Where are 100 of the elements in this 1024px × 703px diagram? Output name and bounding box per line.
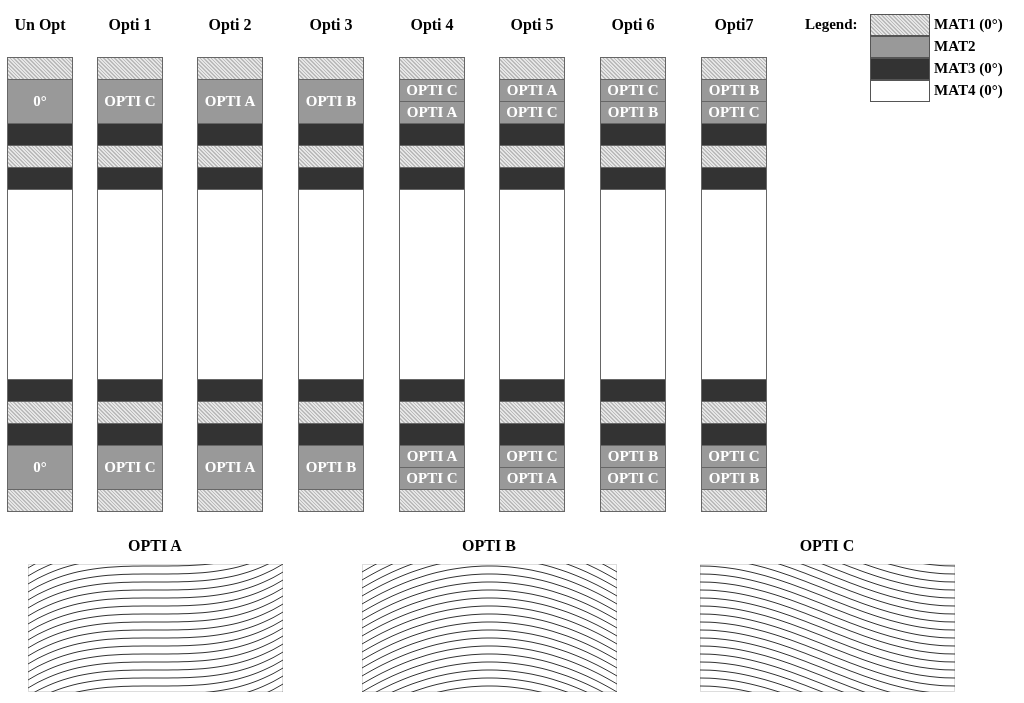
- ply-layer: [97, 423, 163, 446]
- ply-layer: OPTI C: [701, 101, 767, 124]
- ply-layer: OPTI B: [298, 79, 364, 124]
- ply-layer: [298, 379, 364, 402]
- ply-layer: [197, 167, 263, 190]
- ply-layer: [399, 489, 465, 512]
- ply-layer: [499, 57, 565, 80]
- ply-layer: [499, 167, 565, 190]
- ply-layer: [197, 57, 263, 80]
- ply-layer: [97, 489, 163, 512]
- ply-layer: [298, 123, 364, 146]
- column-heading: Un Opt: [14, 16, 66, 34]
- ply-layer: [399, 423, 465, 446]
- ply-layer: [7, 489, 73, 512]
- ply-layer: [399, 57, 465, 80]
- ply-layer: OPTI B: [298, 445, 364, 490]
- ply-layer: [7, 379, 73, 402]
- ply-layer: [298, 489, 364, 512]
- ply-layer: [701, 423, 767, 446]
- ply-layer: OPTI A: [197, 445, 263, 490]
- ply-layer: [399, 167, 465, 190]
- ply-layer: [298, 401, 364, 424]
- ply-layer: [701, 57, 767, 80]
- ply-layer: [298, 145, 364, 168]
- panel-title: OPTI C: [799, 537, 855, 555]
- ply-layer: OPTI C: [499, 101, 565, 124]
- ply-layer: [97, 145, 163, 168]
- panel-title: OPTI A: [128, 537, 182, 555]
- ply-layer: [701, 489, 767, 512]
- column-heading: Opti 4: [410, 16, 454, 34]
- ply-layer: [197, 489, 263, 512]
- ply-layer: [399, 379, 465, 402]
- ply-layer: 0°: [7, 445, 73, 490]
- ply-layer: OPTI A: [499, 79, 565, 102]
- ply-layer: [399, 123, 465, 146]
- ply-layer: [499, 423, 565, 446]
- ply-layer: [7, 401, 73, 424]
- ply-layer: [197, 423, 263, 446]
- ply-layer: [499, 401, 565, 424]
- ply-layer: [499, 145, 565, 168]
- panel-title: OPTI B: [462, 537, 516, 555]
- column-heading: Opti 3: [309, 16, 353, 34]
- ply-layer: [197, 145, 263, 168]
- ply-layer: [701, 189, 767, 380]
- ply-layer: OPTI A: [399, 445, 465, 468]
- ply-layer: OPTI B: [600, 445, 666, 468]
- ply-layer: [298, 57, 364, 80]
- ply-layer: OPTI B: [600, 101, 666, 124]
- ply-layer: [600, 167, 666, 190]
- ply-layer: [197, 189, 263, 380]
- column-heading: Opti7: [714, 16, 754, 34]
- ply-layer: [600, 423, 666, 446]
- ply-layer: [600, 123, 666, 146]
- ply-layer: [298, 189, 364, 380]
- ply-layer: [600, 401, 666, 424]
- ply-layer: [298, 167, 364, 190]
- ply-layer: [701, 167, 767, 190]
- column-heading: Opti 6: [611, 16, 655, 34]
- ply-layer: [600, 489, 666, 512]
- ply-layer: OPTI B: [701, 79, 767, 102]
- ply-layer: [600, 379, 666, 402]
- ply-layer: [7, 189, 73, 380]
- ply-layer: [97, 123, 163, 146]
- ply-layer: [600, 145, 666, 168]
- ply-layer: OPTI A: [499, 467, 565, 490]
- ply-layer: 0°: [7, 79, 73, 124]
- ply-layer: [7, 167, 73, 190]
- ply-layer: OPTI B: [701, 467, 767, 490]
- ply-layer: [97, 167, 163, 190]
- ply-layer: [7, 423, 73, 446]
- ply-layer: [97, 57, 163, 80]
- ply-layer: OPTI C: [399, 467, 465, 490]
- ply-layer: OPTI C: [97, 79, 163, 124]
- ply-layer: [499, 379, 565, 402]
- ply-layer: OPTI A: [399, 101, 465, 124]
- legend-label: MAT4 (0°): [934, 82, 1003, 99]
- ply-layer: [197, 401, 263, 424]
- ply-layer: [7, 57, 73, 80]
- ply-layer: [7, 145, 73, 168]
- ply-layer: [97, 189, 163, 380]
- ply-layer: OPTI C: [499, 445, 565, 468]
- ply-layer: [499, 123, 565, 146]
- ply-layer: [97, 401, 163, 424]
- ply-layer: OPTI C: [701, 445, 767, 468]
- ply-layer: [701, 401, 767, 424]
- ply-layer: [701, 379, 767, 402]
- ply-layer: OPTI C: [97, 445, 163, 490]
- column-heading: Opti 2: [208, 16, 252, 34]
- ply-layer: [399, 401, 465, 424]
- legend-label: MAT1 (0°): [934, 16, 1003, 33]
- legend-title: Legend:: [805, 16, 858, 33]
- ply-layer: OPTI C: [600, 467, 666, 490]
- ply-layer: [600, 189, 666, 380]
- ply-layer: [701, 123, 767, 146]
- ply-layer: [197, 123, 263, 146]
- ply-layer: OPTI C: [600, 79, 666, 102]
- ply-layer: [499, 189, 565, 380]
- legend-label: MAT3 (0°): [934, 60, 1003, 77]
- ply-layer: [97, 379, 163, 402]
- ply-layer: [499, 489, 565, 512]
